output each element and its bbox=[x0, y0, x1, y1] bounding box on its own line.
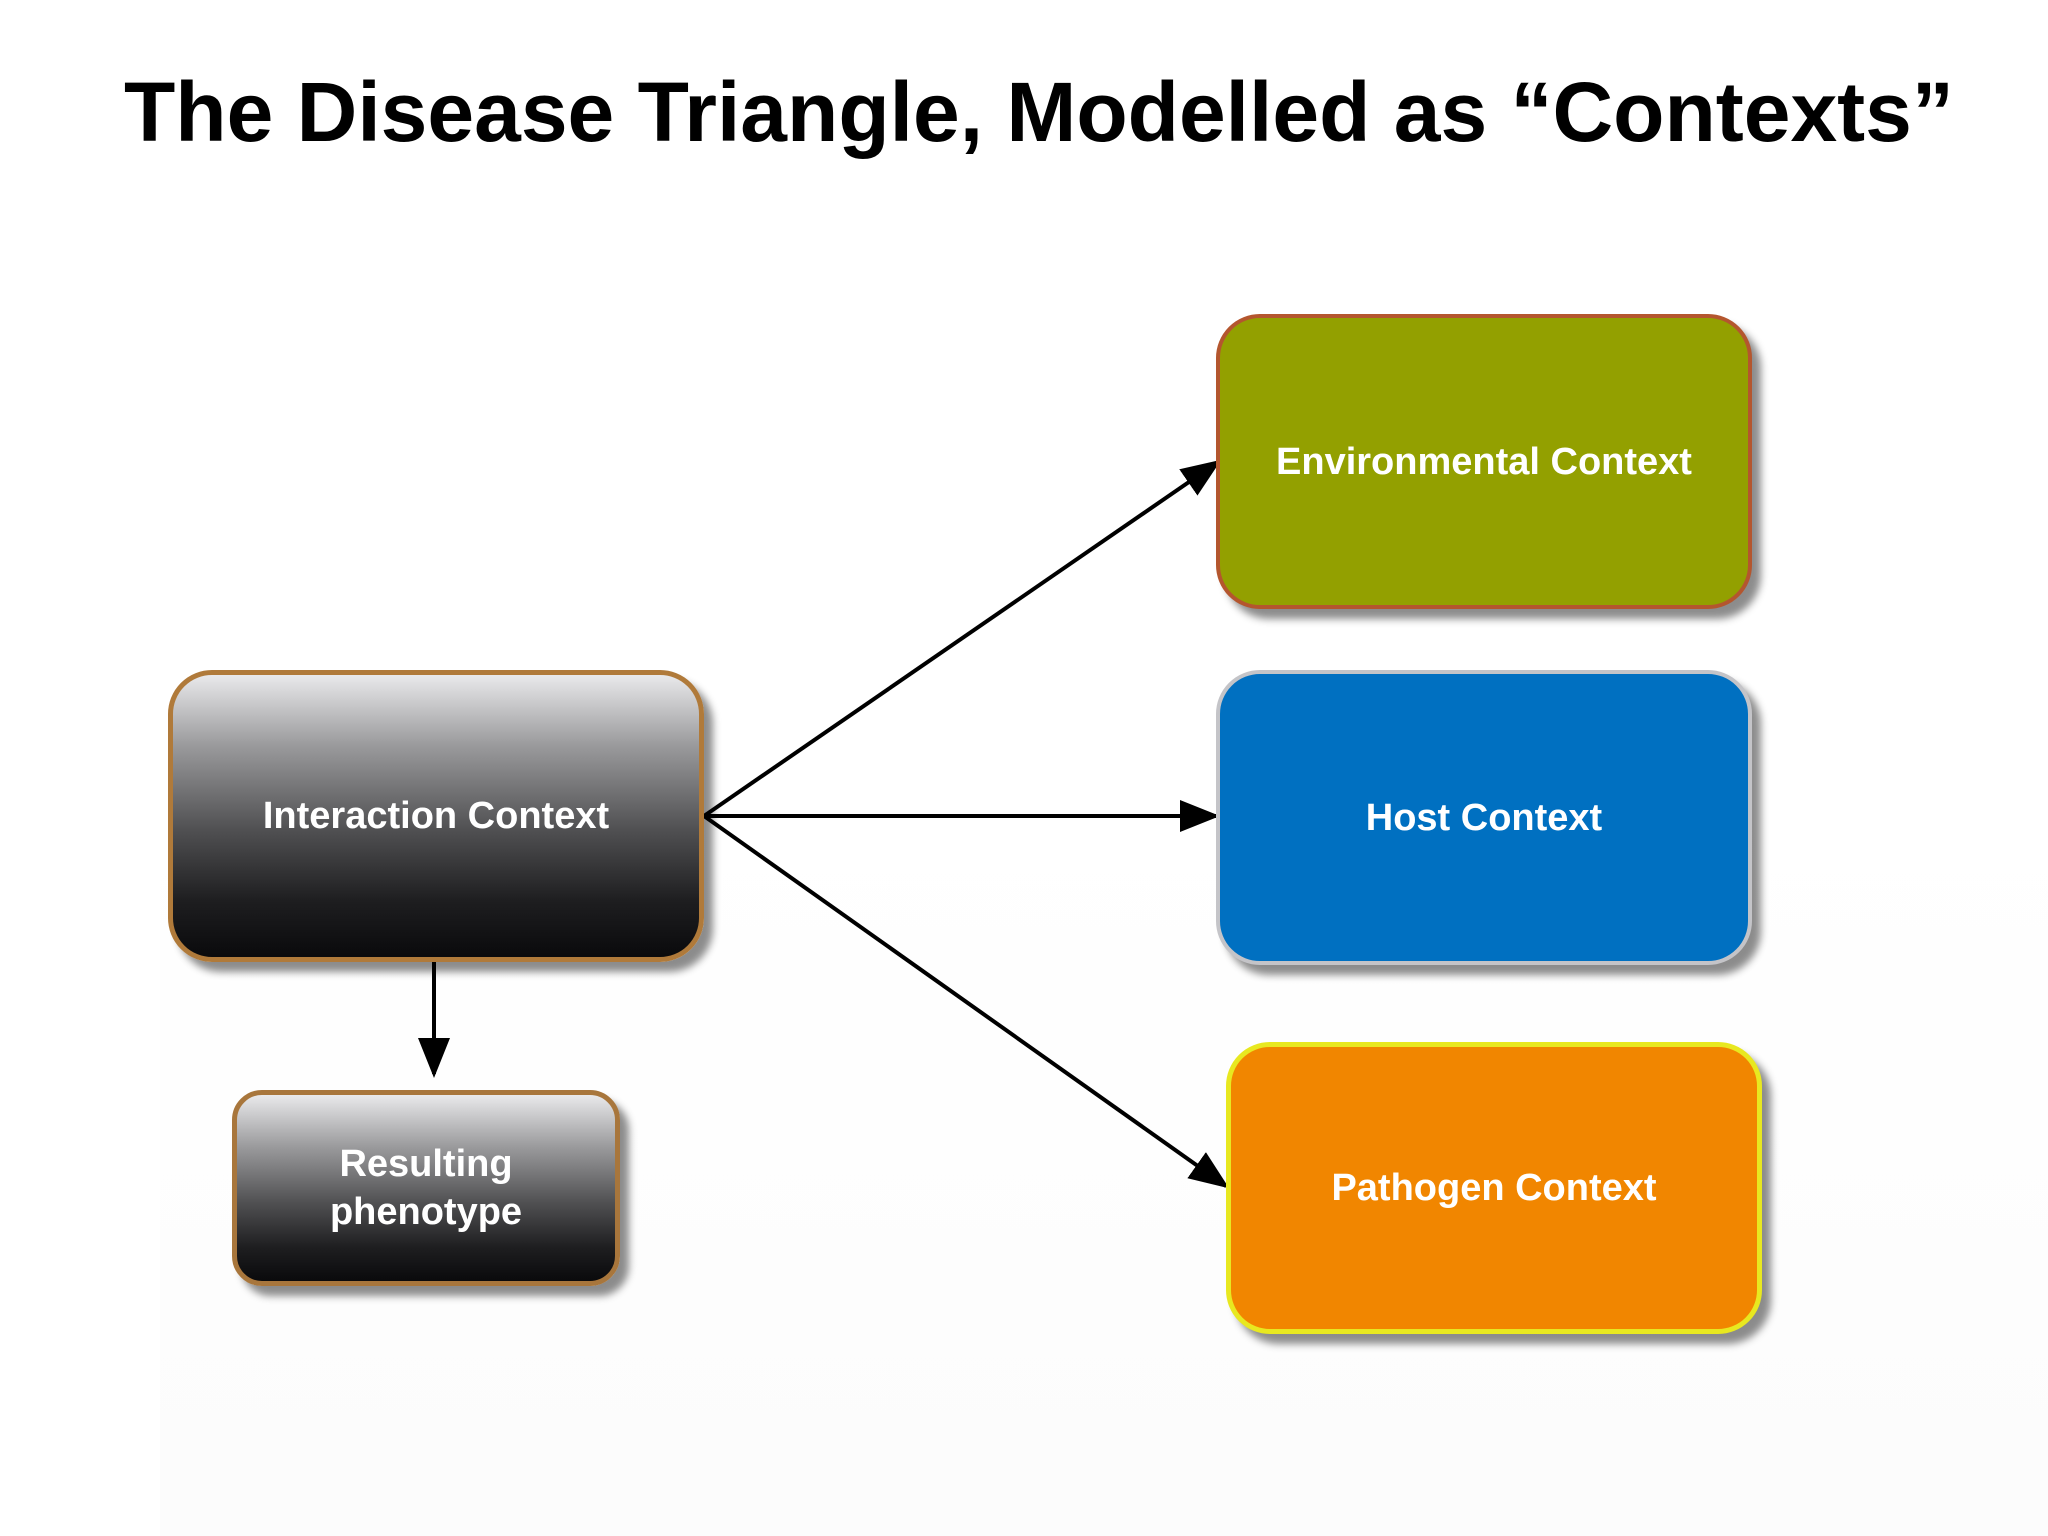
resulting-phenotype-node: Resulting phenotype bbox=[232, 1090, 620, 1286]
environmental-context-node: Environmental Context bbox=[1216, 314, 1752, 609]
arrow-to-pathogen bbox=[702, 814, 1230, 1189]
interaction-context-node: Interaction Context bbox=[168, 670, 704, 962]
interaction-context-label: Interaction Context bbox=[262, 795, 610, 837]
resulting-phenotype-line-1: Resulting bbox=[339, 1143, 513, 1185]
pathogen-context-label: Pathogen Context bbox=[1331, 1167, 1657, 1209]
arrow-to-environmental bbox=[702, 459, 1222, 818]
resulting-phenotype-label: Resulting phenotype bbox=[330, 1140, 522, 1236]
slide-title: The Disease Triangle, Modelled as “Conte… bbox=[124, 65, 1954, 159]
pathogen-context-node: Pathogen Context bbox=[1226, 1042, 1762, 1334]
host-context-label: Host Context bbox=[1365, 796, 1603, 839]
host-context-node: Host Context bbox=[1216, 670, 1752, 965]
environmental-context-label: Environmental Context bbox=[1276, 440, 1692, 483]
resulting-phenotype-line-2: phenotype bbox=[329, 1191, 523, 1233]
